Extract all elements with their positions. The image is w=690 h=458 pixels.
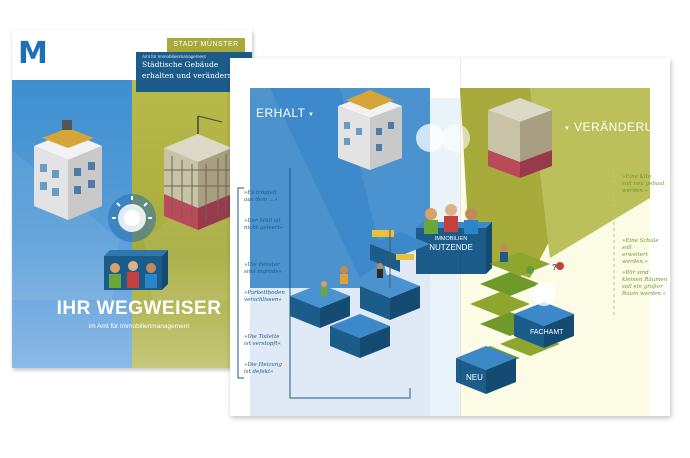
quote-line: »Der Müll ist: [244, 218, 281, 224]
left-quote-6: »Die Heizung ist defekt«: [244, 362, 282, 376]
users-label-1: IMMOBILIEN: [435, 236, 467, 242]
left-quote-5: »Die Toilette ist verstopft«: [244, 334, 281, 348]
muenster-logo: M: [18, 36, 48, 71]
users-box: IMMOBILIEN NUTZENDE: [416, 204, 492, 274]
right-quote-2: »Eine Schule soll erweitert werden.«: [622, 238, 670, 266]
lightbulb-icon: [416, 124, 470, 152]
right-heading-arrow-icon: ▼: [564, 126, 570, 132]
quote-line: werden.«: [622, 188, 649, 194]
quote-line: »Die Toilette: [244, 334, 280, 340]
left-heading-arrow-icon: ▼: [308, 112, 314, 118]
left-quote-1: »Es tröpfelt aus dem …«: [244, 190, 278, 204]
cover-title: IHR WEGWEISER: [56, 298, 222, 319]
quote-line: aus dem …«: [244, 197, 278, 203]
cover-illustration: [12, 115, 252, 300]
quote-line: nicht geleert«: [244, 225, 284, 231]
quote-line: sind marode«: [244, 269, 282, 275]
quote-line: »Wir sind: [622, 270, 649, 276]
quote-line: »Eine Kita: [622, 174, 652, 180]
quote-line: soll ein großer: [622, 284, 663, 290]
office-small-label: Amt für Immobilienmanagement: [142, 54, 206, 59]
headline-line-2: erhalten und verändern: [142, 71, 233, 80]
intact-building-icon: [34, 120, 102, 220]
quote-line: »Die Fenster: [244, 262, 280, 268]
left-quote-3: »Die Fenster sind marode«: [244, 262, 282, 276]
neu-box: NEU: [456, 346, 516, 394]
brochure-cover: M STADT MÜNSTER Amt für Immobilienmanage…: [12, 30, 252, 368]
cover-subtitle: im Amt für Immobilienmanagement: [88, 323, 190, 330]
construction-building-icon: [164, 115, 232, 230]
right-quote-3: »Wir sind kleinen Räumen soll ein großer…: [622, 270, 667, 298]
neu-label: NEU: [466, 373, 483, 382]
fachamt-label: FACHAMT: [530, 329, 564, 336]
right-quote-1: »Eine Kita soll neu gebaut werden.«: [622, 174, 665, 195]
fachamt-box: FACHAMT ?: [514, 262, 574, 348]
construction-building-icon: [488, 98, 552, 178]
quote-line: erweitert werden.«: [622, 252, 649, 265]
quote-line: »Die Heizung: [244, 362, 282, 368]
quote-line: ist defekt«: [244, 369, 274, 375]
quote-line: soll neu gebaut: [622, 181, 665, 187]
left-quote-4: »Parkettboden verschlissen«: [244, 290, 285, 304]
quote-line: »Parkettboden: [244, 290, 285, 296]
quote-line: »Eine Schule soll: [622, 238, 659, 251]
city-label: STADT MÜNSTER: [167, 38, 245, 52]
quote-line: »Es tröpfelt: [244, 190, 277, 196]
quote-line: kleinen Räumen: [622, 277, 668, 283]
left-quote-2: »Der Müll ist nicht geleert«: [244, 218, 283, 232]
quote-line: ist verstopft«: [244, 341, 282, 347]
lightbulb-icon: [108, 194, 156, 242]
brochure-spread: IMMOBILIEN NUTZENDE: [230, 58, 670, 416]
people-group-icon: [104, 250, 168, 290]
spread-fold: [460, 58, 461, 416]
svg-text:?: ?: [552, 263, 557, 272]
headline-line-1: Städtische Gebäude: [142, 60, 219, 69]
intact-building-icon: [338, 90, 402, 170]
maintenance-blocks: [290, 230, 430, 358]
users-label-2: NUTZENDE: [429, 243, 473, 252]
quote-line: Raum werden.«: [622, 291, 667, 297]
quote-line: verschlissen«: [244, 297, 282, 303]
left-heading: ERHALT: [256, 106, 306, 120]
spread-illustration: IMMOBILIEN NUTZENDE: [237, 88, 650, 416]
right-heading: VERÄNDERUNG: [574, 120, 670, 134]
